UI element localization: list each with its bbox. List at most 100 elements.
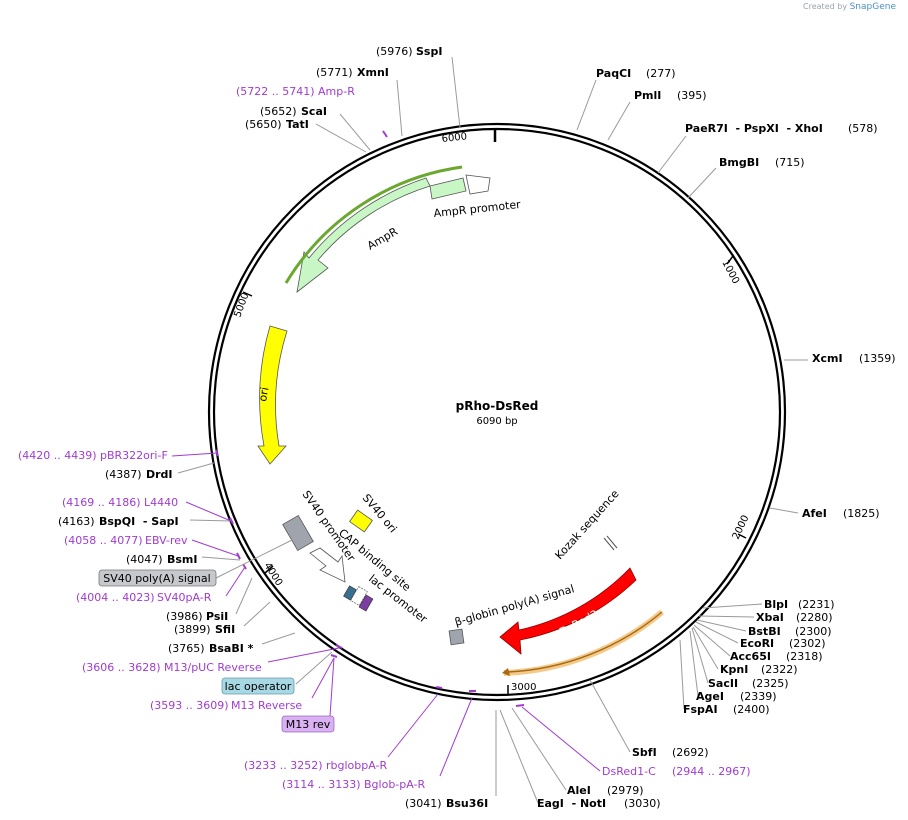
tick-1000 xyxy=(726,255,734,265)
tick-label-5000: 5000 xyxy=(232,291,251,319)
leader-afei xyxy=(769,507,799,514)
leader-tati xyxy=(315,123,367,153)
site-name-bmgbi[interactable]: BmgBI xyxy=(719,156,759,169)
site-pos-bmgbi: (715) xyxy=(775,156,805,169)
site-name-sacii[interactable]: SacII xyxy=(708,677,738,690)
ampr-orf-highlight xyxy=(284,165,463,284)
site-name-xhoi[interactable]: PaeR7I - PspXI - XhoI xyxy=(685,122,823,135)
leader-dsred1c xyxy=(521,706,601,772)
ampr-promoter-arrow[interactable] xyxy=(465,174,491,195)
ori-label: ori xyxy=(256,386,271,402)
site-name-bsu36i[interactable]: Bsu36I xyxy=(446,797,488,810)
site-name-sbfi[interactable]: SbfI xyxy=(632,746,657,759)
tick-label-6000: 6000 xyxy=(441,131,467,145)
dsred2-orf-head xyxy=(502,668,510,676)
boxed-labels: SV40 poly(A) signal lac operator M13 rev xyxy=(98,569,335,733)
site-name-fspai[interactable]: FspAI xyxy=(683,703,718,716)
leader-bspqi xyxy=(189,519,232,522)
site-name-sfii[interactable]: SfiI xyxy=(215,623,235,636)
site-name-ebv[interactable]: EBV-rev xyxy=(145,534,188,547)
site-name-sspi[interactable]: SspI xyxy=(416,45,442,58)
site-pos-m13puc: (3606 .. 3628) xyxy=(82,661,161,674)
sv40-polya-box[interactable] xyxy=(282,514,314,552)
site-name-kpni[interactable]: KpnI xyxy=(720,663,748,676)
site-name-rbglob[interactable]: rbglobpA-R xyxy=(326,759,387,772)
leader-lacop xyxy=(295,651,333,685)
dsred2-arrow[interactable] xyxy=(499,567,637,655)
backbone-outer xyxy=(207,122,787,702)
ampr-arrow[interactable] xyxy=(296,177,431,293)
lac-promoter-box[interactable] xyxy=(350,586,368,606)
site-name-bstbi[interactable]: BstBI xyxy=(748,625,781,638)
leader-bsmi xyxy=(201,556,241,561)
site-name-alei[interactable]: AleI xyxy=(567,784,591,797)
site-name-bglob[interactable]: Bglob-pA-R xyxy=(364,778,426,791)
leader-rbglob xyxy=(387,693,439,758)
site-name-blpi[interactable]: BlpI xyxy=(764,598,788,611)
kozak-mark-2[interactable] xyxy=(606,535,618,549)
site-name-xmni[interactable]: XmnI xyxy=(357,66,389,79)
plasmid-size: 6090 bp xyxy=(476,416,517,427)
site-pos-xbai: (2280) xyxy=(796,611,833,624)
leader-blpi xyxy=(702,603,763,609)
site-name-xcmi[interactable]: XcmI xyxy=(812,352,843,365)
site-name-bsabi[interactable]: BsaBI * xyxy=(209,642,254,655)
site-pos-afei: (1825) xyxy=(843,507,880,520)
site-name-pmli[interactable]: PmlI xyxy=(634,89,661,102)
ampr-label: AmpR xyxy=(365,225,400,253)
site-name-pbr322[interactable]: pBR322ori-F xyxy=(100,449,168,462)
sv40-promoter-arrow[interactable] xyxy=(309,547,346,583)
snapgene-logo: SnapGene xyxy=(849,2,896,12)
ampr-promoter-label: AmpR promoter xyxy=(433,198,522,220)
leader-psii xyxy=(235,577,253,615)
site-name-agei[interactable]: AgeI xyxy=(696,690,724,703)
leader-paqci xyxy=(576,79,597,131)
site-name-bspqi[interactable]: BspQI - SapI xyxy=(99,515,179,528)
site-name-tati[interactable]: TatI xyxy=(286,118,309,131)
sv40-polya-tag-text: SV40 poly(A) signal xyxy=(103,572,210,585)
lac-operator-tag[interactable] xyxy=(221,677,295,695)
site-name-m13rev[interactable]: M13 Reverse xyxy=(231,699,302,712)
m13-rev-tag-text: M13 rev xyxy=(286,718,331,731)
primer-tick-ebv xyxy=(236,552,241,560)
leader-xbai xyxy=(698,615,755,618)
leader-ecori xyxy=(695,621,739,644)
ori-arrow[interactable] xyxy=(257,325,288,465)
site-pos-kpni: (2322) xyxy=(761,663,798,676)
site-name-l4440[interactable]: L4440 xyxy=(144,496,178,509)
leader-sspi xyxy=(451,56,461,129)
snapgene-credit: Created by SnapGene xyxy=(803,2,896,12)
leader-sbfi xyxy=(589,679,631,753)
leader-acc65i xyxy=(693,624,731,657)
site-pos-sacii: (2325) xyxy=(752,677,789,690)
site-name-ampr[interactable]: Amp-R xyxy=(318,85,355,98)
site-name-dsred1c[interactable]: DsRed1-C xyxy=(602,765,656,778)
site-name-psii[interactable]: PsiI xyxy=(206,610,228,623)
kozak-mark-1[interactable] xyxy=(603,537,615,551)
site-name-xbai[interactable]: XbaI xyxy=(756,611,784,624)
site-name-acc65i[interactable]: Acc65I xyxy=(730,650,771,663)
site-name-ecori[interactable]: EcoRI xyxy=(740,637,774,650)
ampr-promoter-arrow-body[interactable] xyxy=(429,177,467,200)
sv40-polya-tag[interactable] xyxy=(98,569,217,587)
sv40-ori-box[interactable] xyxy=(349,509,373,533)
site-pos-m13rev: (3593 .. 3609) xyxy=(150,699,229,712)
site-name-paqci[interactable]: PaqCI xyxy=(596,67,631,80)
leader-m13puc xyxy=(267,647,340,663)
bglobin-box[interactable] xyxy=(448,628,465,646)
lac-operator-box[interactable] xyxy=(358,594,374,612)
site-name-drdi[interactable]: DrdI xyxy=(146,468,173,481)
m13-rev-tag[interactable] xyxy=(281,715,335,733)
site-name-sv40pa[interactable]: SV40pA-R xyxy=(157,591,212,604)
site-name-afei[interactable]: AfeI xyxy=(802,507,827,520)
dsred2-orf-line xyxy=(507,611,663,673)
site-name-scai[interactable]: ScaI xyxy=(301,105,327,118)
site-name-bsmi[interactable]: BsmI xyxy=(167,553,198,566)
site-pos-tati: (5650) xyxy=(245,118,282,131)
site-pos-rbglob: (3233 .. 3252) xyxy=(244,759,323,772)
site-name-m13puc[interactable]: M13/pUC Reverse xyxy=(164,661,262,674)
leader-kpni xyxy=(692,626,719,670)
site-name-noti[interactable]: EagI - NotI xyxy=(537,797,606,810)
site-pos-paqci: (277) xyxy=(646,67,676,80)
